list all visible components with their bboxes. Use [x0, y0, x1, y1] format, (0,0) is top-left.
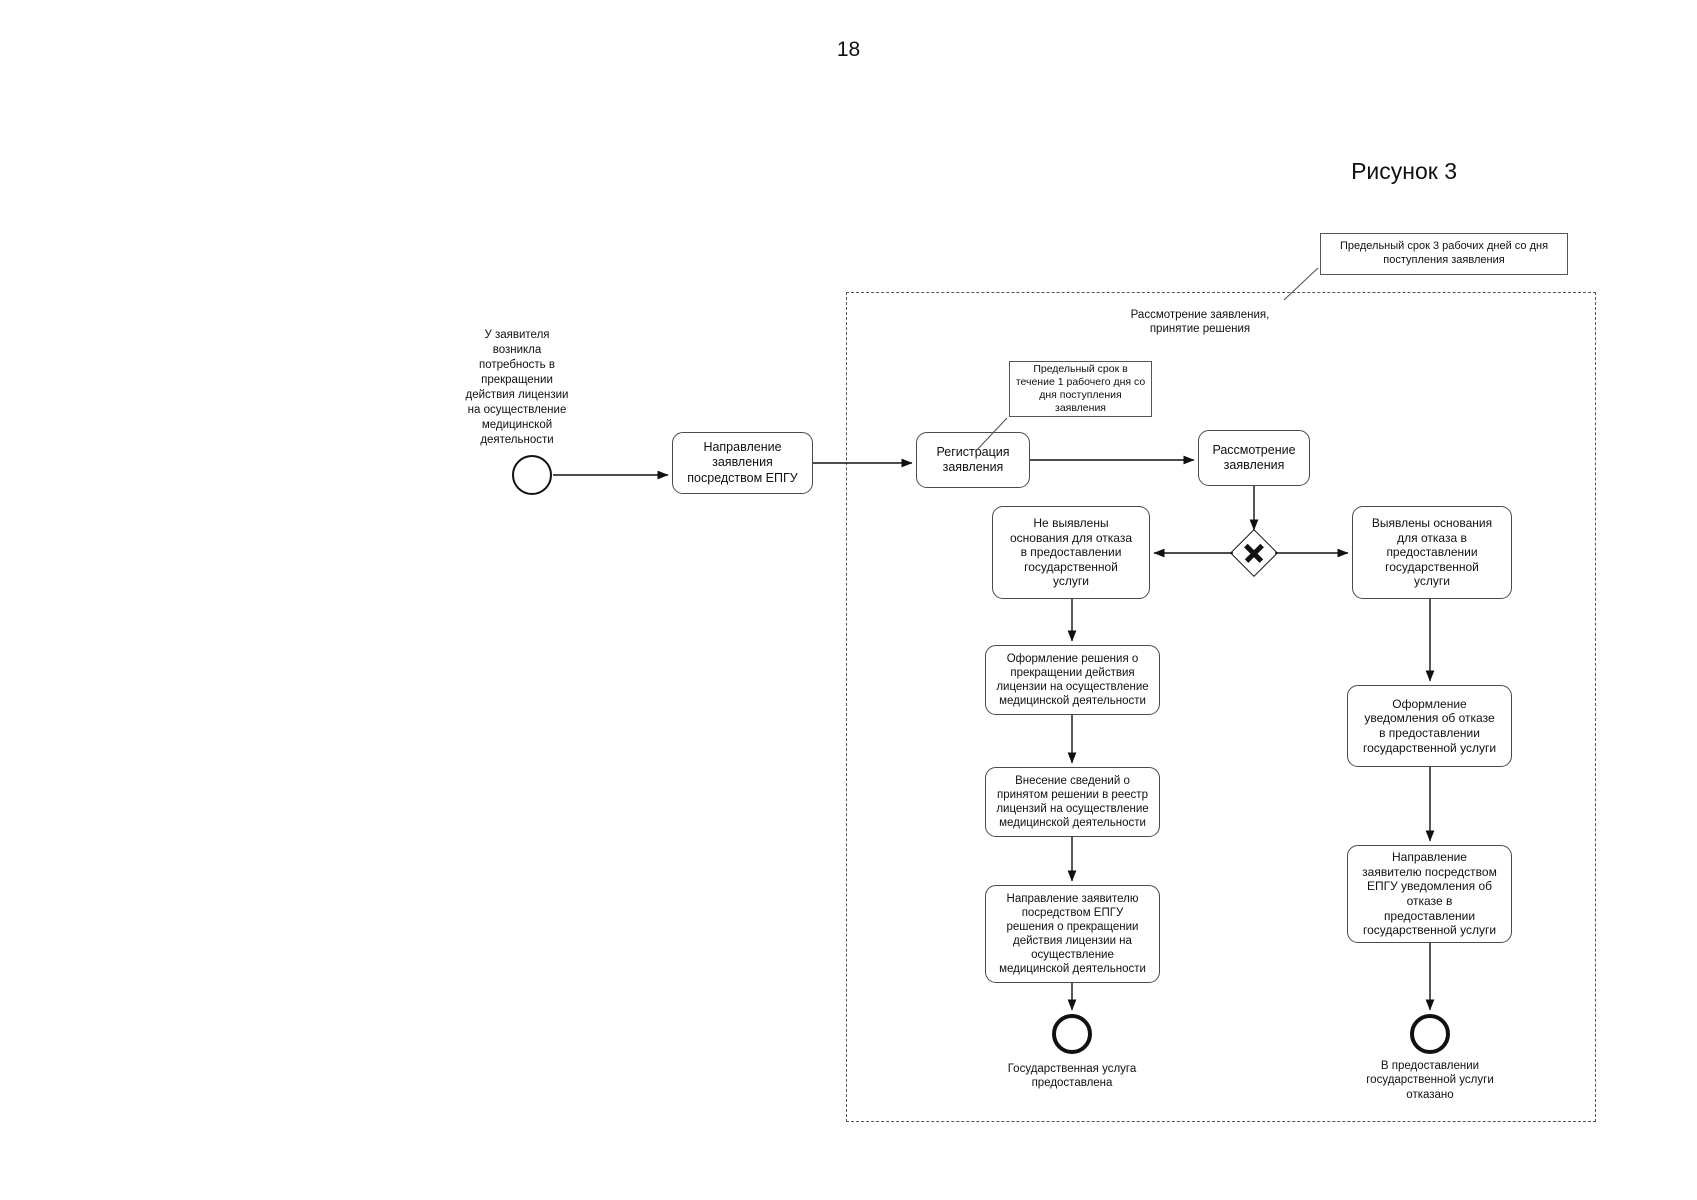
- task-send-application-label: Направление заявления посредством ЕПГУ: [687, 440, 798, 485]
- end-event-service-provided: [1052, 1014, 1092, 1054]
- note-deadline-3-days: Предельный срок 3 рабочих дней со дня по…: [1320, 233, 1568, 275]
- end-event-service-refused: [1410, 1014, 1450, 1054]
- task-grounds-for-refusal[interactable]: Выявлены основания для отказа в предоста…: [1352, 506, 1512, 599]
- page-number: 18: [836, 38, 861, 61]
- task-issue-refusal-notice[interactable]: Оформление уведомления об отказе в предо…: [1347, 685, 1512, 767]
- task-send-decision-to-applicant[interactable]: Направление заявителю посредством ЕПГУ р…: [985, 885, 1160, 983]
- lane-review-and-decision: [846, 292, 1596, 1122]
- start-event-label: У заявителя возникла потребность в прекр…: [465, 329, 569, 446]
- task-issue-decision-label: Оформление решения о прекращении действи…: [996, 652, 1149, 708]
- task-send-application[interactable]: Направление заявления посредством ЕПГУ: [672, 432, 813, 494]
- task-issue-decision[interactable]: Оформление решения о прекращении действи…: [985, 645, 1160, 715]
- note-deadline-1-day: Предельный срок в течение 1 рабочего дня…: [1009, 361, 1152, 417]
- task-send-refusal-to-applicant-label: Направление заявителю посредством ЕПГУ у…: [1362, 850, 1497, 938]
- task-issue-refusal-notice-label: Оформление уведомления об отказе в предо…: [1362, 696, 1497, 755]
- figure-caption: Рисунок 3: [1351, 158, 1457, 184]
- task-review-application[interactable]: Рассмотрение заявления: [1198, 430, 1310, 486]
- task-register-application[interactable]: Регистрация заявления: [916, 432, 1030, 488]
- task-send-refusal-to-applicant[interactable]: Направление заявителю посредством ЕПГУ у…: [1347, 845, 1512, 943]
- task-register-in-registry-label: Внесение сведений о принятом решении в р…: [996, 774, 1149, 830]
- task-grounds-for-refusal-label: Выявлены основания для отказа в предоста…: [1371, 515, 1493, 589]
- task-send-decision-to-applicant-label: Направление заявителю посредством ЕПГУ р…: [999, 892, 1146, 976]
- task-review-application-label: Рассмотрение заявления: [1212, 442, 1296, 472]
- note-deadline-1-day-text: Предельный срок в течение 1 рабочего дня…: [1015, 362, 1146, 415]
- task-no-grounds-for-refusal[interactable]: Не выявлены основания для отказа в предо…: [992, 506, 1150, 599]
- task-register-application-label: Регистрация заявления: [936, 444, 1010, 474]
- start-event: [512, 455, 552, 495]
- lane-title: Рассмотрение заявления, принятие решения: [1130, 309, 1270, 336]
- task-register-in-registry[interactable]: Внесение сведений о принятом решении в р…: [985, 767, 1160, 837]
- note-deadline-3-days-text: Предельный срок 3 рабочих дней со дня по…: [1339, 240, 1549, 266]
- end-event-service-refused-label: В предоставлении государственной услуги …: [1366, 1060, 1494, 1101]
- task-no-grounds-for-refusal-label: Не выявлены основания для отказа в предо…: [1009, 515, 1133, 589]
- end-event-service-provided-label: Государственная услуга предоставлена: [1007, 1063, 1137, 1090]
